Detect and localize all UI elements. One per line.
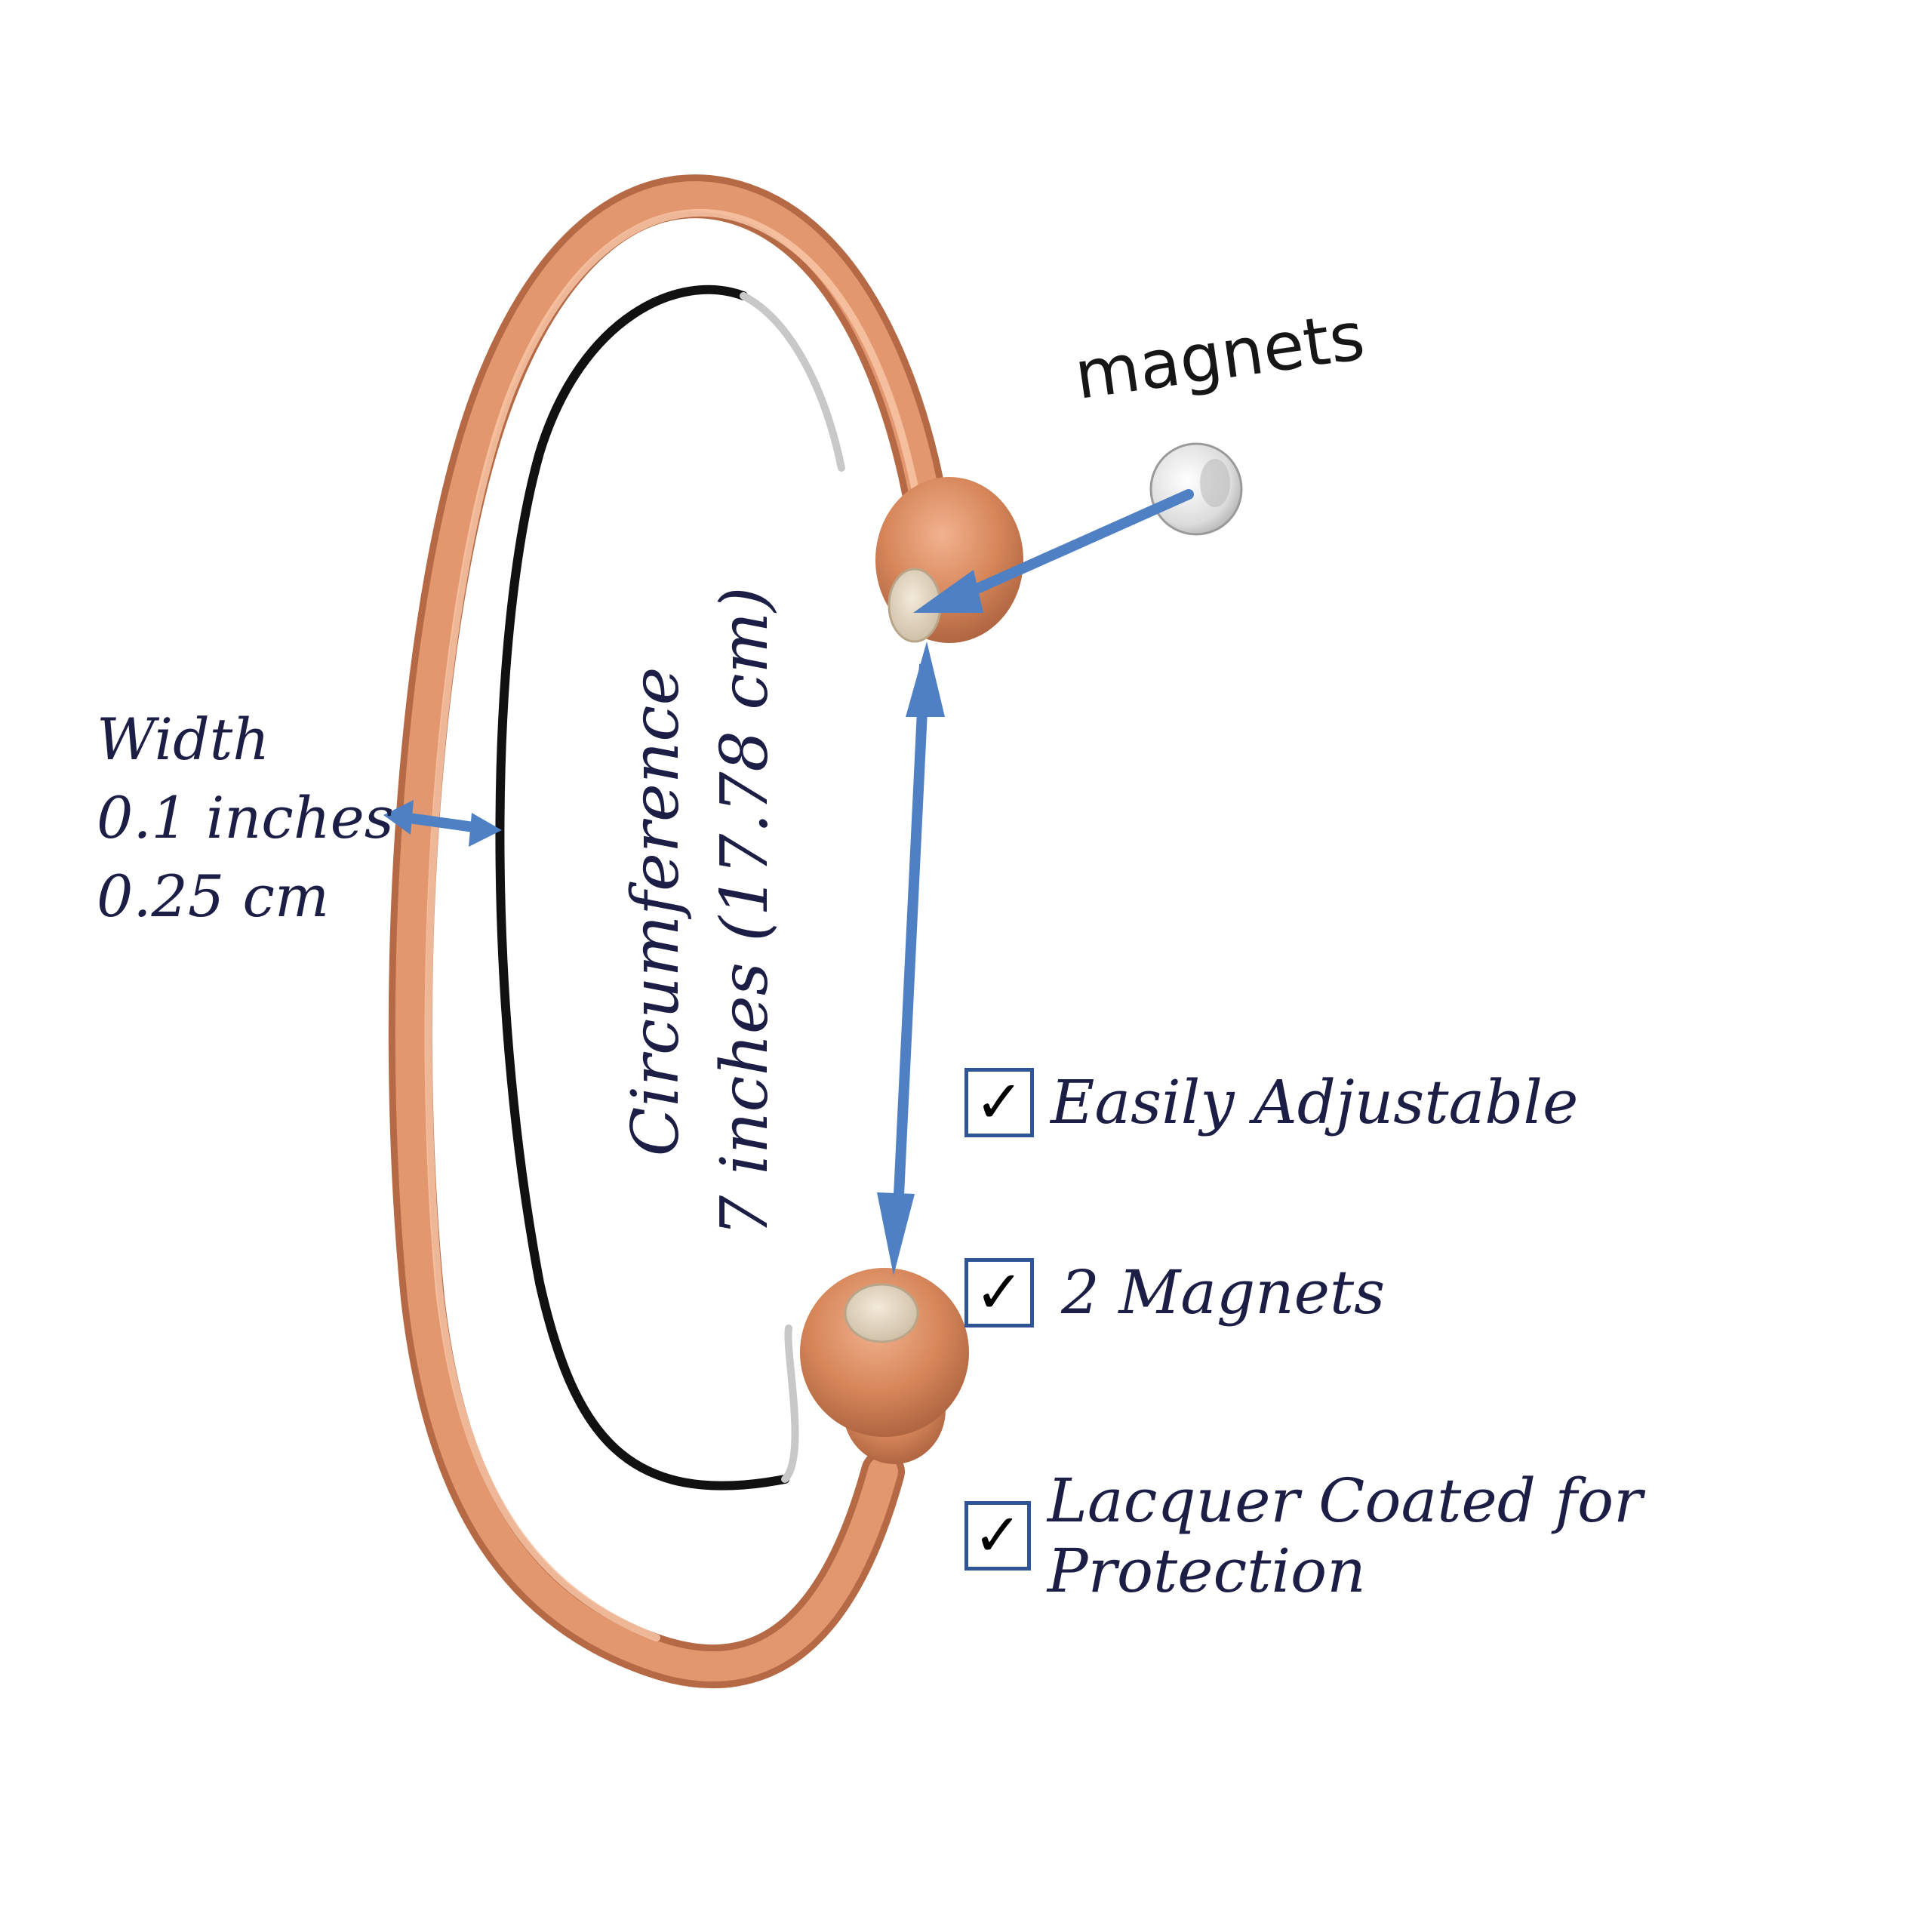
- gap-arrowhead-bottom: [877, 1192, 915, 1275]
- bottom-ball-end: [800, 1268, 969, 1437]
- feature-label: Easily Adjustable: [1051, 1067, 1579, 1137]
- bangle-body-highlight: [395, 181, 947, 1682]
- width-label: Width 0.1 inches 0.25 cm: [97, 700, 394, 936]
- feature-item-magnets: ✓ 2 Magnets: [964, 1257, 1385, 1327]
- width-cm: 0.25 cm: [97, 863, 330, 930]
- feature-label: 2 Magnets: [1061, 1257, 1386, 1327]
- bottom-magnet-face: [844, 1283, 919, 1343]
- feature-item-lacquer: ✓ Lacquer Coated for Protection: [964, 1466, 1932, 1606]
- feature-item-adjustable: ✓ Easily Adjustable: [964, 1067, 1578, 1137]
- gap-arrow-shaft: [891, 663, 930, 1242]
- check-mark-icon: ✓: [964, 1067, 1034, 1137]
- feature-label: Lacquer Coated for Protection: [1047, 1466, 1643, 1606]
- width-arrowhead-right: [469, 813, 502, 847]
- check-mark-icon: ✓: [964, 1501, 1031, 1571]
- width-arrowhead-left: [383, 800, 414, 835]
- bangle-shine: [424, 209, 926, 1641]
- inner-band: [495, 285, 789, 1491]
- check-mark-icon: ✓: [964, 1257, 1034, 1327]
- circumference-value: 7 inches (17.78 cm): [707, 586, 783, 1237]
- magnet-pointer-arrowhead: [913, 570, 983, 613]
- magnet-pointer-arrow: [938, 489, 1194, 609]
- circumference-title: Circumference: [618, 666, 694, 1157]
- width-inches: 0.1 inches: [97, 784, 394, 851]
- inner-band-fade-top: [740, 292, 845, 472]
- gap-arrowhead-top: [906, 641, 945, 717]
- width-title: Width: [97, 706, 270, 773]
- width-arrow-shaft: [398, 811, 485, 834]
- inner-band-fade-bottom: [781, 1324, 799, 1483]
